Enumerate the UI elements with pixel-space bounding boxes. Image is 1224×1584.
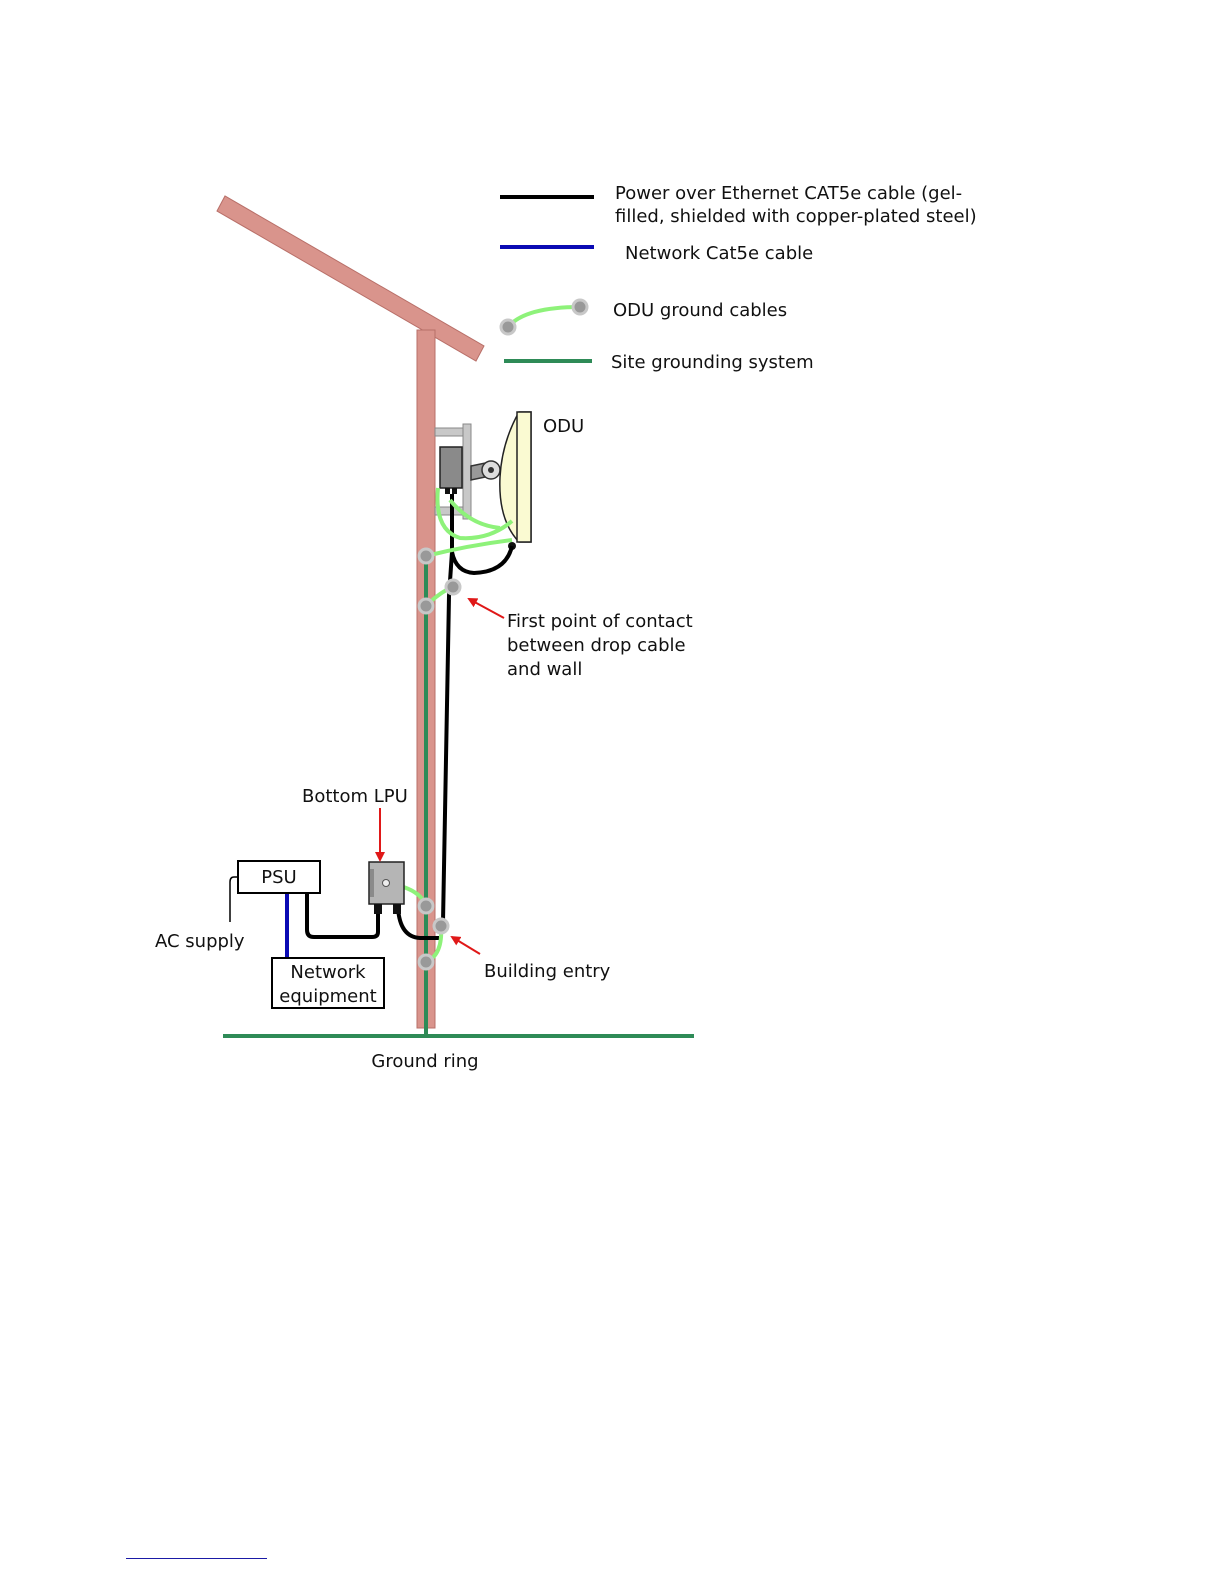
legend-network-label: Network Cat5e cable [625,243,813,264]
roof [217,196,484,361]
odu-ground-cables [386,488,512,962]
psu-label: PSU [261,867,296,888]
footnote-rule [126,1558,267,1559]
legend-site-ground-label: Site grounding system [611,352,814,373]
ac-supply-label: AC supply [155,931,245,952]
legend: Power over Ethernet CAT5e cable (gel-fil… [500,183,977,373]
poe-drop-cable [307,494,512,938]
legend-odu-ground-swatch [508,307,580,327]
ac-supply-lead [230,877,238,922]
first-contact-arrow [469,599,504,618]
odu [500,412,531,550]
legend-odu-ground-node-left [501,320,515,334]
building-entry-arrow [452,937,480,954]
bottom-lpu-label: Bottom LPU [302,786,408,807]
odu-label: ODU [543,416,584,437]
legend-odu-ground-label: ODU ground cables [613,300,787,321]
bottom-lpu [369,862,404,914]
legend-odu-ground-node-right [573,300,587,314]
ground-ring-label: Ground ring [371,1051,478,1072]
legend-poe-label: Power over Ethernet CAT5e cable (gel-fil… [615,183,977,227]
building-entry-label: Building entry [484,961,611,982]
top-lpu [440,447,462,494]
